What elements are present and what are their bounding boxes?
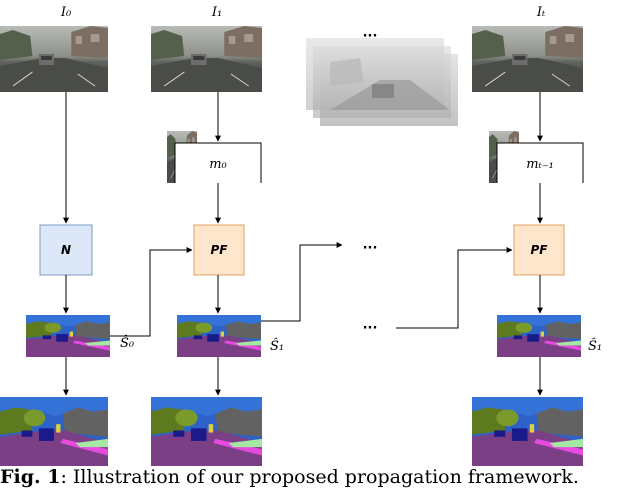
frame-image-i0 — [0, 26, 108, 92]
frame-label-i0: I₀ — [60, 5, 72, 20]
pf-box-2: PF — [513, 224, 565, 276]
segmentation-s1 — [177, 315, 261, 357]
frame-image-i1 — [151, 26, 262, 92]
pf-label-1: PF — [211, 243, 229, 257]
figure-caption: Fig. 1: Illustration of our proposed pro… — [0, 466, 640, 490]
ellipsis-lower: ··· — [363, 321, 378, 336]
network-label: N — [61, 243, 71, 257]
seg-label-s1: Ŝ₁ — [270, 337, 284, 354]
frame-image-it — [472, 26, 583, 92]
final-segmentation-0 — [0, 397, 108, 466]
final-segmentation-t — [472, 397, 583, 466]
caption-text: : Illustration of our proposed propagati… — [60, 466, 579, 488]
memory-label-m0: m₀ — [209, 157, 227, 172]
seg-label-st: Ŝ₁ — [588, 337, 602, 354]
segmentation-s0 — [26, 315, 110, 357]
memory-label-mt: mₜ₋₁ — [526, 157, 554, 172]
ellipsis-middle: ··· — [363, 241, 378, 256]
memory-box-mt: mₜ₋₁ — [489, 131, 584, 183]
pf-label-2: PF — [531, 243, 549, 257]
frame-label-it: Iₜ — [536, 5, 546, 20]
flow-arrows — [63, 92, 543, 396]
segmentation-st — [497, 315, 581, 357]
pf-box-1: PF — [193, 224, 245, 276]
final-segmentation-1 — [151, 397, 262, 466]
seg-label-s0: Ŝ₀ — [120, 334, 135, 351]
network-box: N — [39, 224, 93, 276]
frame-label-i1: I₁ — [211, 5, 222, 20]
intermediate-frames-stack — [306, 38, 458, 126]
caption-label: Fig. 1 — [0, 466, 61, 488]
propagation-diagram: I₀ I₁ Iₜ ··· m₀ mₜ₋₁ N PF PF — [0, 5, 602, 466]
memory-box-m0: m₀ — [167, 131, 262, 183]
